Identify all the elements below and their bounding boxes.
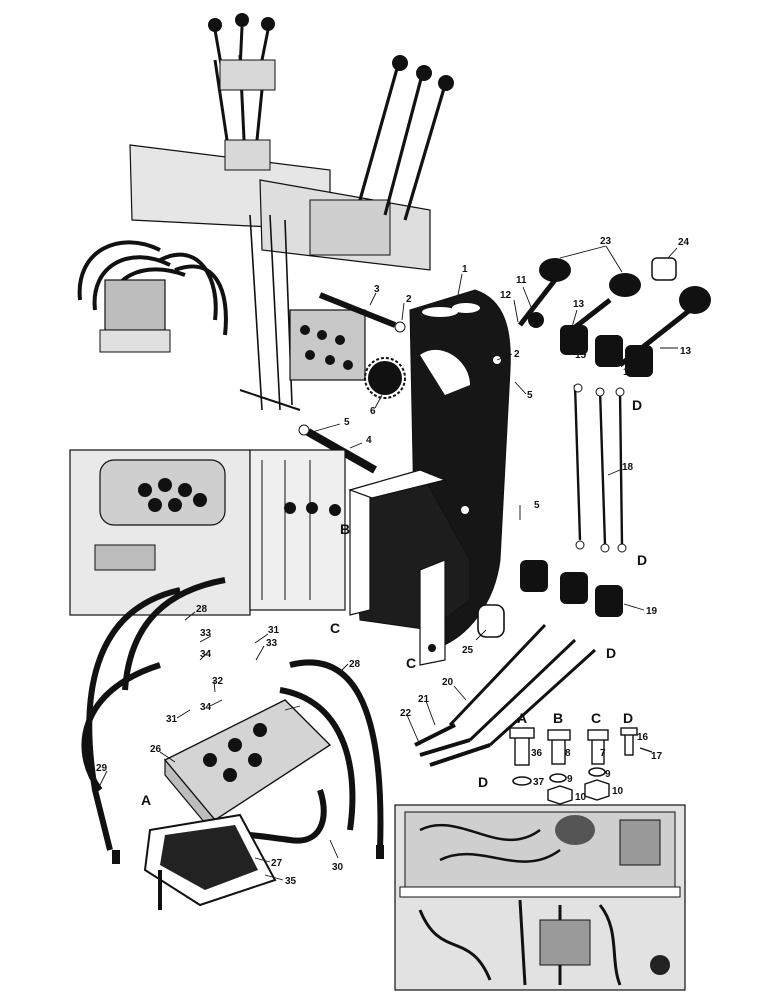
letter-D: D [478, 774, 488, 790]
callout-31: 31 [166, 714, 178, 725]
callout-27: 27 [271, 858, 283, 869]
callout-17: 17 [651, 751, 663, 762]
callout-28: 28 [349, 659, 361, 670]
callout-14: 14 [623, 367, 635, 378]
hydraulic-valve-assembly [81, 577, 384, 910]
letter-A: A [141, 792, 151, 808]
callout-9: 9 [567, 774, 573, 785]
letter-A: A [517, 710, 527, 726]
callout-9: 9 [605, 769, 611, 780]
leader-lines [99, 245, 678, 881]
lever-handles [414, 257, 711, 767]
callout-11: 11 [516, 275, 527, 286]
callout-5: 5 [527, 390, 533, 401]
callout-22: 22 [400, 708, 412, 719]
callout-8: 8 [565, 748, 571, 759]
callout-19: 19 [646, 606, 658, 617]
callout-32: 32 [212, 676, 224, 687]
callout-16: 16 [637, 732, 649, 743]
callout-26: 26 [150, 744, 162, 755]
callout-31: 31 [268, 625, 280, 636]
callout-20: 20 [442, 677, 454, 688]
callout-12: 12 [500, 290, 512, 301]
upper-control-assembly [77, 13, 454, 411]
callout-23: 23 [600, 236, 612, 247]
letter-D: D [632, 397, 642, 413]
callout-24: 24 [678, 237, 690, 248]
callout-7: 7 [600, 748, 606, 759]
callout-29: 29 [96, 763, 108, 774]
callout-10: 10 [612, 786, 624, 797]
reference-letters: A B C D B C C D D D A D [141, 397, 647, 808]
callout-34: 34 [200, 649, 212, 660]
callout-36: 36 [531, 748, 543, 759]
letter-D: D [623, 710, 633, 726]
callout-35: 35 [285, 876, 297, 887]
callout-13: 13 [680, 346, 692, 357]
callout-1: 1 [462, 264, 468, 275]
letter-C: C [591, 710, 601, 726]
callout-3: 3 [374, 284, 380, 295]
letter-B: B [553, 710, 563, 726]
callout-10: 10 [575, 792, 587, 803]
callout-13: 13 [573, 299, 585, 310]
callout-18: 18 [622, 462, 634, 473]
letter-D: D [637, 552, 647, 568]
callout-4: 4 [366, 435, 372, 446]
letter-B: B [340, 521, 350, 537]
callout-2: 2 [514, 349, 520, 360]
callout-30: 30 [332, 862, 344, 873]
callout-25: 25 [462, 645, 474, 656]
callout-6: 6 [370, 406, 376, 417]
callout-34: 34 [200, 702, 212, 713]
tractor-dash [69, 449, 346, 616]
callout-5: 5 [344, 417, 350, 428]
sprocket-6 [364, 357, 406, 399]
callout-33: 33 [200, 628, 212, 639]
callout-15: 15 [575, 350, 587, 361]
callout-21: 21 [418, 694, 430, 705]
callout-5: 5 [534, 500, 540, 511]
letter-C: C [330, 620, 340, 636]
callout-28: 28 [196, 604, 208, 615]
callout-labels: 1 2 2 3 4 5 5 5 6 7 8 9 9 10 10 11 12 13… [96, 236, 692, 887]
hardware-set [509, 727, 653, 805]
callout-33: 33 [266, 638, 278, 649]
callout-2: 2 [406, 294, 412, 305]
letter-D: D [606, 645, 616, 661]
control-housing [348, 289, 511, 666]
callout-37: 37 [533, 777, 545, 788]
installation-photo [394, 804, 686, 991]
letter-C: C [406, 655, 416, 671]
